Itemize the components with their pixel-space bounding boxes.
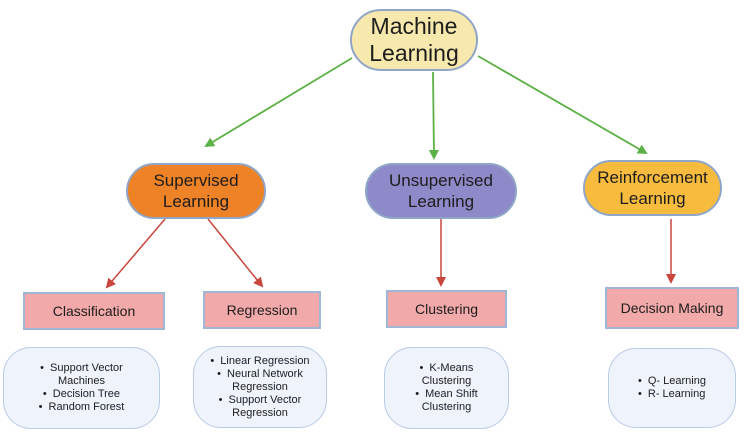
list-item-text: K-Means	[420, 362, 473, 375]
list-item: Support Vector	[210, 394, 309, 407]
details-clustering: K-Means Clustering Mean Shift Clustering	[384, 347, 509, 429]
list-item: Support Vector	[39, 362, 125, 375]
list-item-text: Random Forest	[39, 401, 125, 414]
list-item: Neural Network	[210, 368, 309, 381]
category-label-line2: Learning	[162, 192, 230, 211]
arrow-supervised-to-classification	[105, 218, 166, 289]
list-item-text: Regression	[232, 406, 288, 419]
algorithm-list: Q- Learning R- Learning	[638, 375, 706, 401]
list-item-text: Mean Shift	[415, 388, 478, 401]
details-regression: Linear Regression Neural Network Regress…	[193, 346, 327, 428]
method-clustering: Clustering	[386, 290, 507, 328]
list-item-continuation: Clustering	[415, 401, 477, 414]
list-item-text: Clustering	[421, 401, 472, 413]
list-item: Mean Shift	[415, 388, 478, 401]
details-classification: Support Vector Machines Decision Tree Ra…	[3, 347, 160, 429]
details-decision-making: Q- Learning R- Learning	[608, 348, 736, 428]
list-item-text: Machines	[57, 375, 106, 387]
list-item: Linear Regression	[210, 355, 309, 368]
root-label-line2: Learning	[369, 40, 459, 66]
list-item-text: Decision Tree	[43, 388, 120, 401]
list-item-text: Support Vector	[40, 362, 123, 375]
method-label: Regression	[226, 302, 298, 318]
method-label: Clustering	[414, 301, 479, 317]
method-label: Classification	[52, 303, 136, 319]
list-item: Random Forest	[39, 401, 125, 414]
category-label-line1: Unsupervised	[389, 171, 493, 190]
algorithm-list: K-Means Clustering Mean Shift Clustering	[415, 362, 478, 414]
category-label-line2: Learning	[619, 189, 686, 208]
list-item-continuation: Regression	[210, 381, 309, 394]
list-item: Decision Tree	[39, 388, 125, 401]
list-item-continuation: Clustering	[415, 375, 477, 388]
list-item-text: Clustering	[421, 375, 472, 387]
method-regression: Regression	[203, 291, 321, 329]
arrow-root-to-supervised	[204, 57, 353, 148]
list-item: Q- Learning	[638, 375, 706, 388]
method-classification: Classification	[23, 292, 165, 330]
list-item: K-Means	[415, 362, 477, 375]
list-item-text: Support Vector	[219, 394, 302, 407]
algorithm-list: Support Vector Machines Decision Tree Ra…	[39, 362, 125, 414]
list-item-text: R- Learning	[638, 388, 705, 401]
list-item-continuation: Machines	[39, 375, 125, 388]
algorithm-list: Linear Regression Neural Network Regress…	[210, 355, 309, 420]
list-item: R- Learning	[638, 388, 706, 401]
list-item-text: Q- Learning	[638, 375, 706, 388]
list-item-text: Regression	[232, 380, 288, 393]
method-decision-making: Decision Making	[605, 287, 739, 329]
category-label-line1: Reinforcement	[597, 168, 708, 187]
method-label: Decision Making	[620, 300, 724, 316]
arrow-root-to-reinforcement	[477, 55, 648, 155]
arrow-root-to-unsupervised	[428, 71, 439, 160]
root-label-line1: Machine	[370, 13, 458, 39]
list-item-text: Neural Network	[217, 368, 303, 381]
list-item-continuation: Regression	[210, 407, 309, 420]
category-label-line2: Learning	[407, 192, 475, 211]
list-item-text: Linear Regression	[210, 355, 309, 368]
category-label-line1: Supervised	[153, 171, 239, 190]
arrow-supervised-to-regression	[207, 218, 264, 288]
